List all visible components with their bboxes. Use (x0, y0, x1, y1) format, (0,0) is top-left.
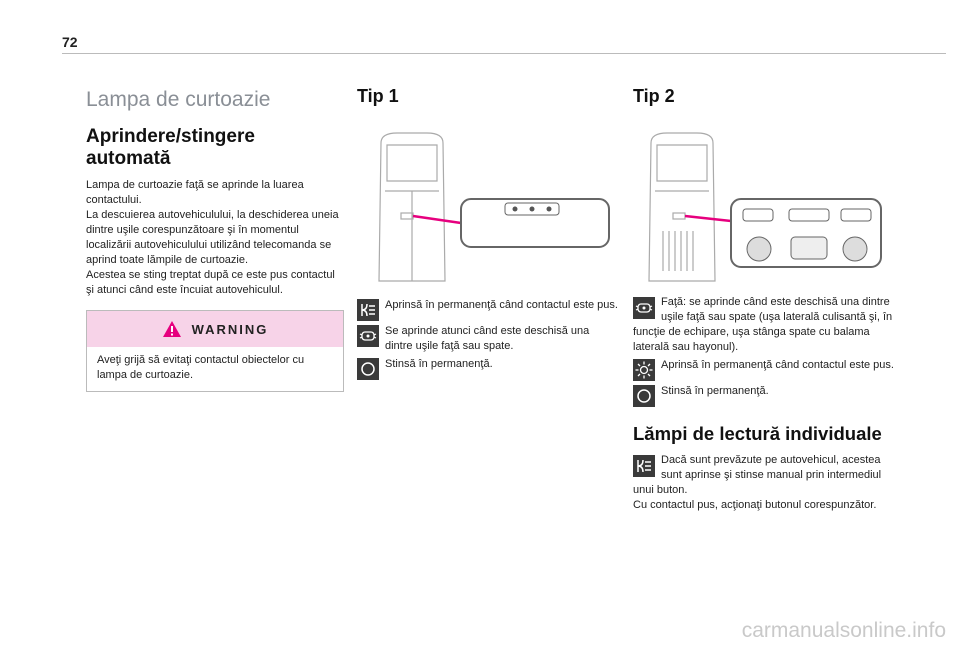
column-right: Tip 2 Faţă: se aprinde când (633, 80, 895, 513)
tip2-item-door: Faţă: se aprinde când este deschisă una … (633, 295, 895, 355)
warning-title: WARNING (191, 321, 269, 337)
tip1-item-text: Aprinsă în permanenţă când contactul est… (385, 299, 618, 311)
tip2-item-sun: Aprinsă în permanenţă când contactul est… (633, 358, 895, 381)
warning-text: Aveţi grijă să evitaţi contactul obiecte… (97, 354, 305, 381)
reading-lamps-heading: Lămpi de lectură individuale (633, 423, 882, 444)
tip1-item-door: Se aprinde atunci când este deschisă una… (357, 324, 619, 354)
tip1-items: Aprinsă în permanenţă când contactul est… (357, 298, 619, 380)
tip2-item-text: Faţă: se aprinde când este deschisă una … (633, 296, 893, 353)
column-left: Lampa de curtoazie Aprindere/stingere au… (86, 80, 344, 392)
section-title: Lampa de curtoazie (86, 88, 271, 111)
tip2-item-text: Aprinsă în permanenţă când contactul est… (661, 359, 894, 371)
tip1-item-text: Se aprinde atunci când este deschisă una… (385, 325, 590, 352)
column-middle: Tip 1 Aprinsă în permanenţă când contact… (357, 80, 619, 380)
header-rule (62, 53, 946, 54)
lamp-on-icon (633, 455, 655, 477)
reading-lamps-para: Dacă sunt prevăzute pe autovehicul, aces… (633, 453, 895, 513)
tip1-item-lamp-on: Aprinsă în permanenţă când contactul est… (357, 298, 619, 321)
warning-triangle-icon (162, 321, 181, 337)
lamp-on-icon (357, 299, 379, 321)
tip2-illustration (633, 121, 895, 295)
tip1-heading: Tip 1 (357, 86, 399, 106)
tip2-heading: Tip 2 (633, 86, 675, 106)
tip1-item-text: Stinsă în permanenţă. (385, 358, 493, 370)
tip1-item-off: Stinsă în permanenţă. (357, 357, 619, 380)
auto-body: Lampa de curtoazie faţă se aprinde la lu… (86, 179, 339, 296)
warning-header: WARNING (87, 311, 343, 347)
door-lamp-icon (633, 297, 655, 319)
reading-lamps-text: Dacă sunt prevăzute pe autovehicul, aces… (633, 454, 882, 511)
warning-box: WARNING Aveţi grijă să evitaţi contactul… (86, 310, 344, 392)
watermark: carmanualsonline.info (741, 619, 946, 642)
tip1-illustration (357, 121, 619, 295)
auto-heading: Aprindere/stingere automată (86, 126, 255, 169)
page-number: 72 (62, 34, 78, 50)
circle-off-icon (633, 385, 655, 407)
door-lamp-icon (357, 325, 379, 347)
tip2-item-text: Stinsă în permanenţă. (661, 385, 769, 397)
tip2-item-off: Stinsă în permanenţă. (633, 384, 895, 407)
circle-off-icon (357, 358, 379, 380)
sun-lamp-icon (633, 359, 655, 381)
